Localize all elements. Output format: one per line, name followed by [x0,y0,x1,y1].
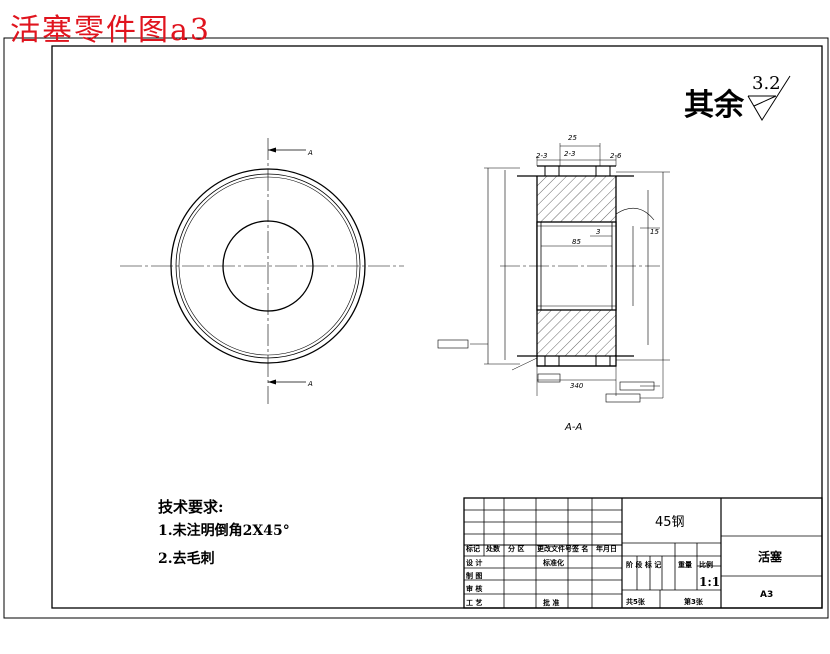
tb-part-name: 活塞 [758,549,783,564]
dim-top-width: 25 [568,134,577,142]
tech-requirement-2: 2.去毛刺 [158,551,215,567]
dim-step: 3 [596,228,600,236]
inner-frame [51,45,823,609]
section-marker-bottom: A [307,380,313,388]
tb-sheet-no: 第3张 [684,597,704,606]
dim-chamfer-right: 15 [650,228,659,236]
tb-header-mark: 标记 [465,544,480,553]
roughness-symbol [747,75,791,121]
tb-weight-label: 重量 [678,560,692,569]
tb-scale-label: 比例 [699,560,713,569]
roughness-value: 3.2 [752,73,781,94]
title-block-grid [463,497,823,609]
dim-right-chamfer: 2-6 [610,152,622,160]
tb-approval: 批 准 [543,598,559,607]
tb-role-process: 工 艺 [466,598,482,607]
dim-overall-length: 340 [570,382,584,390]
tb-total-sheets: 共5张 [626,597,646,606]
tb-material: 45钢 [655,515,685,530]
section-view [437,143,670,403]
front-view [120,138,404,404]
tb-role-design: 设 计 [466,558,482,567]
outer-frame [3,37,829,619]
tb-standardization: 标准化 [542,558,564,567]
roughness-label: 其余 [684,88,744,123]
tb-stage-label: 阶 段 标 记 [626,560,661,569]
tech-requirement-1: 1.未注明倒角2X45° [158,523,290,539]
section-label: A-A [564,422,582,433]
tb-header-sign: 签 名 [571,544,588,553]
tb-header-count: 处数 [485,544,501,553]
tb-header-zone: 分 区 [508,544,524,553]
dim-mid-chamfer: 2-3 [564,150,575,158]
tb-header-doc: 更改文件号 [537,544,572,553]
tb-scale-value: 1:1 [699,575,720,589]
dim-bore-depth: 85 [572,238,581,246]
tb-role-review: 审 核 [466,584,482,593]
tb-header-date: 年月日 [596,544,617,553]
drawing-title: 活塞零件图a3 [10,13,211,48]
tb-sheet-size: A3 [760,590,773,600]
tb-role-draft: 制 图 [466,571,482,580]
section-marker-top: A [307,149,313,157]
dim-left-chamfer: 2-3 [536,152,547,160]
tech-requirements-title: 技术要求: [158,498,224,516]
